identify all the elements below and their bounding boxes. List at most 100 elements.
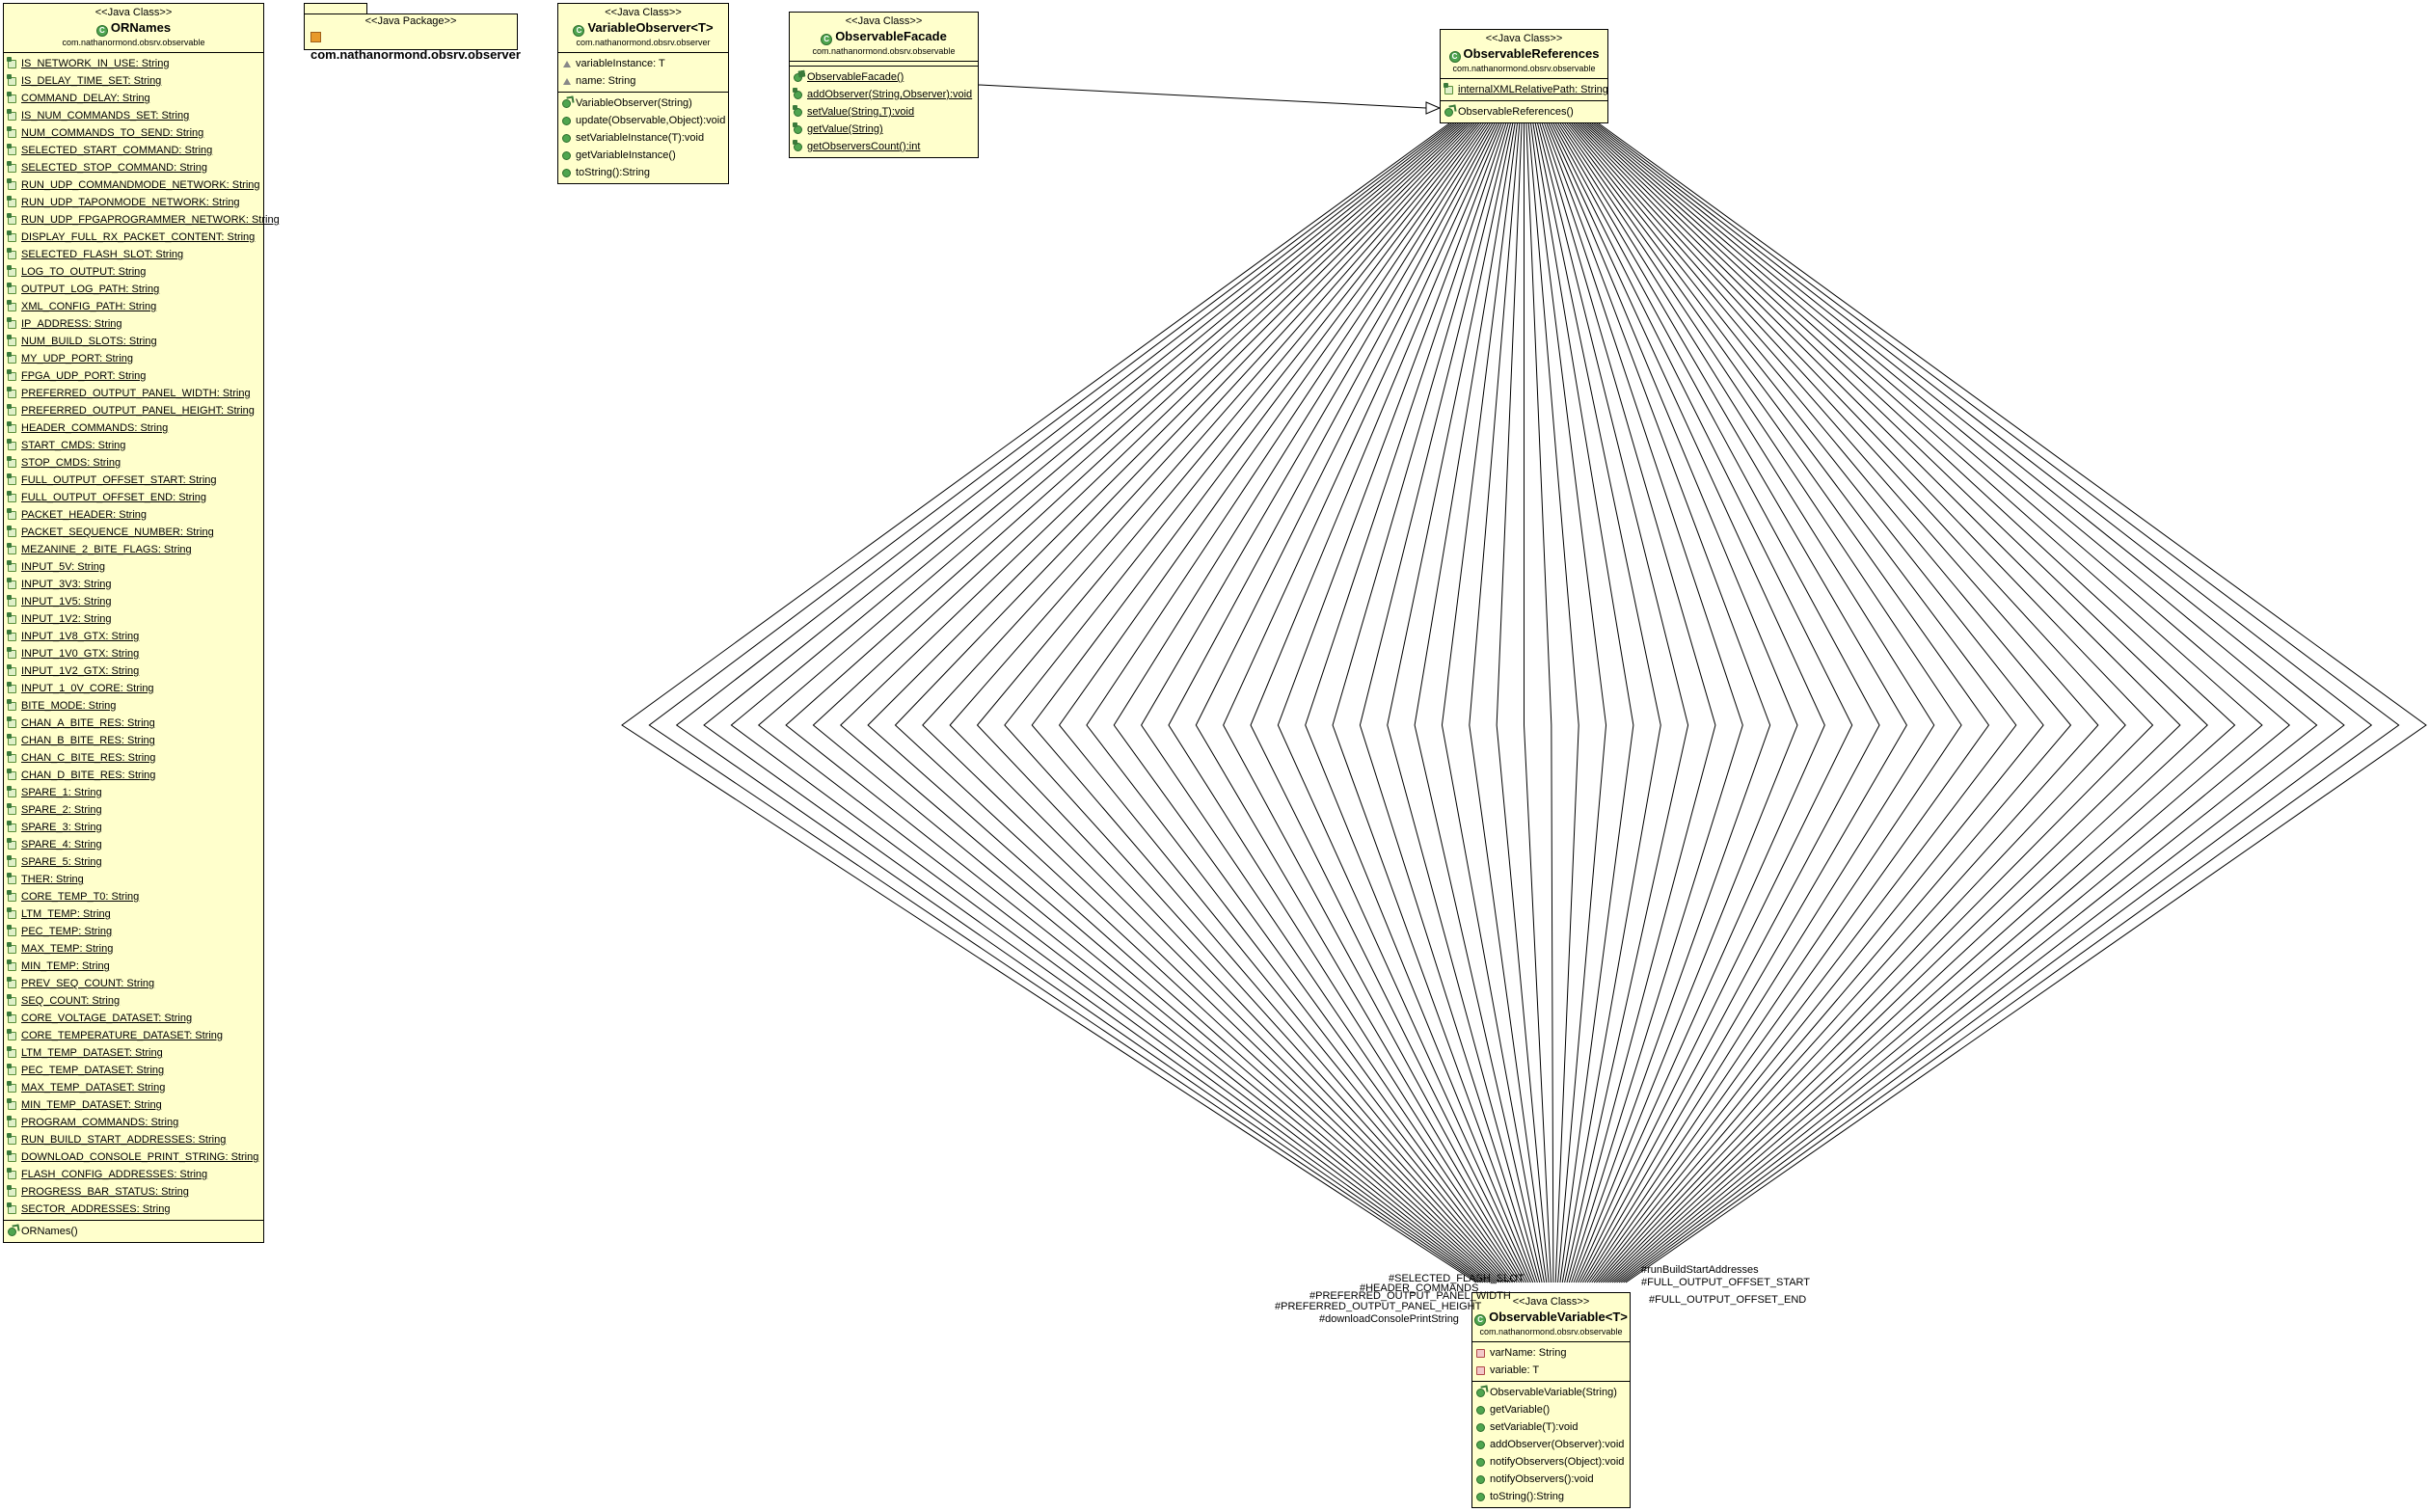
field-row[interactable]: SPARE_3: String [7, 819, 263, 836]
field-row[interactable]: SPARE_2: String [7, 801, 263, 819]
field-row[interactable]: CHAN_A_BITE_RES: String [7, 715, 263, 732]
field-row[interactable]: PREV_SEQ_COUNT: String [7, 975, 263, 992]
static-field-icon [7, 282, 16, 294]
association-line [1534, 122, 1661, 1283]
field-row[interactable]: INPUT_1_0V_CORE: String [7, 680, 263, 697]
field-row[interactable]: RUN_BUILD_START_ADDRESSES: String [7, 1131, 263, 1148]
method-row[interactable]: setVariableInstance(T):void [562, 129, 728, 147]
field-row[interactable]: FPGA_UDP_PORT: String [7, 367, 263, 385]
method-row[interactable]: getVariable() [1476, 1401, 1630, 1418]
method-row[interactable]: toString():String [562, 164, 728, 181]
field-row[interactable]: INPUT_1V8_GTX: String [7, 628, 263, 645]
method-row[interactable]: setValue(String,T):void [793, 103, 978, 121]
field-row[interactable]: RUN_UDP_TAPONMODE_NETWORK: String [7, 194, 263, 211]
method-row[interactable]: ObservableReferences() [1444, 103, 1607, 121]
method-row[interactable]: addObserver(Observer):void [1476, 1436, 1630, 1453]
field-row[interactable]: PEC_TEMP_DATASET: String [7, 1062, 263, 1079]
field-row[interactable]: IS_DELAY_TIME_SET: String [7, 72, 263, 90]
field-row[interactable]: INPUT_1V2: String [7, 610, 263, 628]
field-row[interactable]: MIN_TEMP_DATASET: String [7, 1096, 263, 1114]
method-row[interactable]: VariableObserver(String) [562, 94, 728, 112]
field-row[interactable]: DISPLAY_FULL_RX_PACKET_CONTENT: String [7, 229, 263, 246]
field-row[interactable]: IS_NETWORK_IN_USE: String [7, 55, 263, 72]
field-row[interactable]: FLASH_CONFIG_ADDRESSES: String [7, 1166, 263, 1183]
field-row[interactable]: BITE_MODE: String [7, 697, 263, 715]
method-row[interactable]: ObservableFacade() [794, 68, 978, 86]
field-row[interactable]: LTM_TEMP_DATASET: String [7, 1044, 263, 1062]
method-row[interactable]: getVariableInstance() [562, 147, 728, 164]
field-row[interactable]: NUM_COMMANDS_TO_SEND: String [7, 124, 263, 142]
field-row[interactable]: RUN_UDP_FPGAPROGRAMMER_NETWORK: String [7, 211, 280, 229]
field-row[interactable]: INPUT_1V0_GTX: String [7, 645, 263, 662]
method-row[interactable]: toString():String [1476, 1488, 1630, 1505]
field-row[interactable]: INPUT_1V5: String [7, 593, 263, 610]
package-observer[interactable]: <<Java Package>> com.nathanormond.obsrv.… [304, 14, 521, 62]
field-row[interactable]: START_CMDS: String [7, 437, 263, 454]
field-row[interactable]: DOWNLOAD_CONSOLE_PRINT_STRING: String [7, 1148, 263, 1166]
field-row[interactable]: name: String [562, 72, 728, 90]
field-row[interactable]: HEADER_COMMANDS: String [7, 419, 263, 437]
method-row[interactable]: notifyObservers():void [1476, 1471, 1630, 1488]
field-row[interactable]: MAX_TEMP_DATASET: String [7, 1079, 263, 1096]
field-row[interactable]: PREFERRED_OUTPUT_PANEL_HEIGHT: String [7, 402, 263, 419]
field-row[interactable]: variableInstance: T [562, 55, 728, 72]
field-row[interactable]: COMMAND_DELAY: String [7, 90, 263, 107]
field-row[interactable]: variable: T [1476, 1362, 1630, 1379]
field-row[interactable]: MIN_TEMP: String [7, 958, 263, 975]
field-row[interactable]: PREFERRED_OUTPUT_PANEL_WIDTH: String [7, 385, 263, 402]
field-row[interactable]: MAX_TEMP: String [7, 940, 263, 958]
field-row[interactable]: XML_CONFIG_PATH: String [7, 298, 263, 315]
method-row[interactable]: getObserversCount():int [793, 138, 978, 155]
field-row[interactable]: CORE_TEMP_T0: String [7, 888, 263, 905]
method-row[interactable]: getValue(String) [793, 121, 978, 138]
field-row[interactable]: IP_ADDRESS: String [7, 315, 263, 333]
field-row[interactable]: STOP_CMDS: String [7, 454, 263, 472]
field-row[interactable]: INPUT_3V3: String [7, 576, 263, 593]
field-row[interactable]: LOG_TO_OUTPUT: String [7, 263, 263, 281]
field-row[interactable]: PROGRAM_COMMANDS: String [7, 1114, 263, 1131]
field-row[interactable]: MEZANINE_2_BITE_FLAGS: String [7, 541, 263, 558]
field-row[interactable]: varName: String [1476, 1344, 1630, 1362]
field-row[interactable]: CORE_TEMPERATURE_DATASET: String [7, 1027, 263, 1044]
field-row[interactable]: CHAN_C_BITE_RES: String [7, 749, 263, 767]
method-row[interactable]: setVariable(T):void [1476, 1418, 1630, 1436]
field-row[interactable]: SELECTED_FLASH_SLOT: String [7, 246, 263, 263]
field-row[interactable]: PEC_TEMP: String [7, 923, 263, 940]
method-row[interactable]: ObservableVariable(String) [1476, 1384, 1630, 1401]
field-row[interactable]: PROGRESS_BAR_STATUS: String [7, 1183, 263, 1201]
field-row[interactable]: IS_NUM_COMMANDS_SET: String [7, 107, 263, 124]
field-row[interactable]: FULL_OUTPUT_OFFSET_START: String [7, 472, 263, 489]
field-row[interactable]: PACKET_SEQUENCE_NUMBER: String [7, 524, 263, 541]
field-row[interactable]: MY_UDP_PORT: String [7, 350, 263, 367]
method-row[interactable]: update(Observable,Object):void [562, 112, 728, 129]
field-row[interactable]: NUM_BUILD_SLOTS: String [7, 333, 263, 350]
field-row[interactable]: SEQ_COUNT: String [7, 992, 263, 1010]
method-row[interactable]: addObserver(String,Observer):void [793, 86, 978, 103]
field-row[interactable]: LTM_TEMP: String [7, 905, 263, 923]
field-row[interactable]: CHAN_D_BITE_RES: String [7, 767, 263, 784]
field-row[interactable]: SPARE_5: String [7, 853, 263, 871]
field-row[interactable]: THER: String [7, 871, 263, 888]
field-row[interactable]: SELECTED_START_COMMAND: String [7, 142, 263, 159]
field-row[interactable]: SPARE_1: String [7, 784, 263, 801]
field-row[interactable]: internalXMLRelativePath: String [1444, 81, 1608, 98]
field-row[interactable]: OUTPUT_LOG_PATH: String [7, 281, 263, 298]
field-row[interactable]: SECTOR_ADDRESSES: String [7, 1201, 263, 1218]
static-field-icon [7, 768, 16, 780]
field-row[interactable]: INPUT_5V: String [7, 558, 263, 576]
method-row[interactable]: ORNames() [8, 1223, 263, 1240]
field-row[interactable]: INPUT_1V2_GTX: String [7, 662, 263, 680]
field-row[interactable]: PACKET_HEADER: String [7, 506, 263, 524]
field-row[interactable]: SELECTED_STOP_COMMAND: String [7, 159, 263, 176]
field-row[interactable]: CHAN_B_BITE_RES: String [7, 732, 263, 749]
field-row[interactable]: SPARE_4: String [7, 836, 263, 853]
field-row[interactable]: FULL_OUTPUT_OFFSET_END: String [7, 489, 263, 506]
field-row[interactable]: CORE_VOLTAGE_DATASET: String [7, 1010, 263, 1027]
method-row[interactable]: notifyObservers(Object):void [1476, 1453, 1630, 1471]
field-row[interactable]: RUN_UDP_COMMANDMODE_NETWORK: String [7, 176, 263, 194]
